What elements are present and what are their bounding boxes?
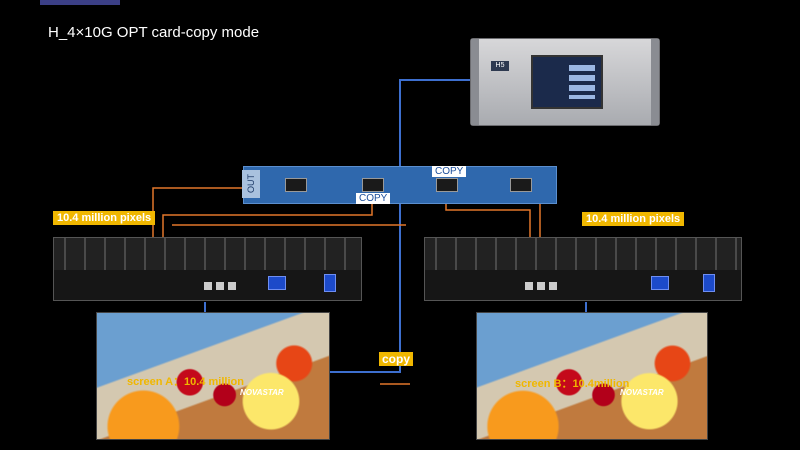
receiver-b-fiber-port-2	[537, 282, 545, 290]
receiver-a	[53, 237, 362, 301]
copy-tag-top: COPY	[432, 166, 467, 177]
controller-logo: H5	[491, 61, 509, 71]
receiver-b-fiber-port-1	[525, 282, 533, 290]
title-accent-bar	[40, 0, 120, 5]
rack-ear-left	[471, 39, 479, 125]
receiver-a-port-row	[54, 238, 361, 270]
controller-device: H5	[470, 38, 660, 126]
receiver-a-fiber-port-3	[228, 282, 236, 290]
copy-label: copy	[379, 352, 414, 366]
receiver-b	[424, 237, 742, 301]
receiver-b-power-inlet-icon	[651, 276, 669, 290]
led-screen-a	[96, 312, 330, 440]
receiver-b-pixel-label: 10.4 million pixels	[582, 212, 685, 226]
receiver-b-lower-panel	[425, 270, 741, 300]
receiver-a-power-inlet-icon	[268, 276, 286, 290]
led-screen-b	[476, 312, 708, 440]
opt-port-2	[362, 178, 384, 192]
opt-port-3	[436, 178, 458, 192]
receiver-b-fiber-port-3	[549, 282, 557, 290]
rack-ear-right	[651, 39, 659, 125]
screen-b-brand: NOVASTAR	[620, 388, 664, 397]
receiver-a-fiber-port-1	[204, 282, 212, 290]
receiver-a-fiber-port-2	[216, 282, 224, 290]
slide-title: H_4×10G OPT card-copy mode	[48, 24, 260, 41]
screen-a-label: screen A：10.4 million	[127, 376, 244, 388]
opt-port-1	[285, 178, 307, 192]
receiver-a-powercon-icon	[324, 274, 336, 292]
opt-port-4	[510, 178, 532, 192]
receiver-b-powercon-icon	[703, 274, 715, 292]
screen-a-brand: NOVASTAR	[240, 388, 284, 397]
receiver-b-port-row	[425, 238, 741, 270]
receiver-a-pixel-label: 10.4 million pixels	[53, 211, 156, 225]
controller-link-line	[399, 79, 470, 350]
opt-out-label: OUT	[242, 170, 260, 198]
screen-b-label: screen B：10.4million	[515, 378, 630, 390]
copy-tag-bottom: COPY	[356, 193, 391, 204]
controller-touchscreen	[531, 55, 603, 109]
